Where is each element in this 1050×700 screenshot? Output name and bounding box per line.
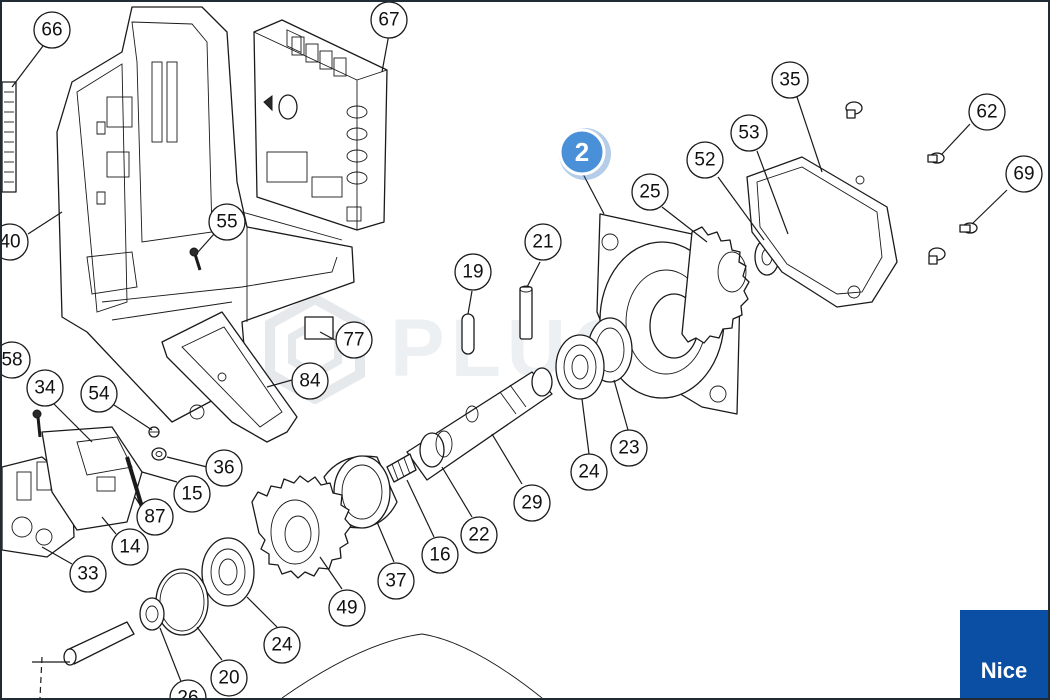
callout-55: 55	[208, 203, 246, 241]
part-62-screw	[927, 152, 945, 164]
leader-lines	[11, 33, 1008, 685]
lower-pin	[63, 621, 135, 666]
part-66-connector	[2, 81, 17, 193]
svg-text:21: 21	[532, 232, 553, 253]
svg-text:34: 34	[34, 378, 56, 399]
screw-top	[845, 101, 863, 119]
svg-text:77: 77	[343, 330, 364, 351]
svg-text:84: 84	[299, 371, 321, 392]
svg-text:24: 24	[578, 462, 600, 483]
svg-text:66: 66	[41, 20, 62, 41]
part-34-screw	[32, 409, 42, 438]
svg-text:20: 20	[218, 668, 239, 689]
callout-84: 84	[291, 362, 329, 400]
part-87-cable	[125, 456, 144, 508]
callout-25: 25	[631, 173, 669, 211]
nice-logo: Nice	[960, 610, 1048, 698]
svg-text:35: 35	[779, 70, 800, 91]
callout-37: 37	[377, 562, 415, 600]
part-84-cover-plate	[161, 311, 298, 443]
svg-text:53: 53	[738, 123, 759, 144]
part-19-key	[461, 313, 475, 355]
svg-text:25: 25	[639, 182, 660, 203]
svg-text:67: 67	[378, 10, 399, 31]
svg-text:29: 29	[521, 493, 542, 514]
callout-29: 29	[513, 484, 551, 522]
part-24-bearing-lower	[201, 537, 255, 607]
svg-text:58: 58	[2, 350, 23, 371]
callout-34: 34	[26, 369, 64, 407]
callout-36: 36	[205, 449, 243, 487]
callout-24-lower: 24	[263, 626, 301, 664]
callout-22: 22	[460, 516, 498, 554]
part-69-screw	[959, 222, 978, 234]
svg-text:69: 69	[1013, 164, 1034, 185]
callout-52: 52	[686, 141, 724, 179]
part-24-bearing-upper	[555, 334, 605, 400]
svg-text:14: 14	[119, 537, 141, 558]
svg-text:40: 40	[2, 232, 21, 253]
screw-lower	[928, 247, 946, 265]
part-16-thread	[386, 453, 417, 483]
callout-26: 26	[169, 679, 207, 699]
svg-text:16: 16	[429, 545, 450, 566]
part-20-o-ring	[155, 568, 209, 636]
svg-text:19: 19	[462, 262, 483, 283]
callout-62: 62	[968, 93, 1006, 131]
callout-16: 16	[421, 536, 459, 574]
callout-53: 53	[730, 114, 768, 152]
callout-66: 66	[33, 11, 71, 49]
callout-19: 19	[454, 253, 492, 291]
svg-text:33: 33	[77, 564, 98, 585]
part-25-pinion-gear	[681, 226, 750, 344]
part-21-pin	[519, 285, 533, 340]
part-49-drive-gear	[251, 475, 352, 579]
svg-text:55: 55	[216, 212, 237, 233]
svg-text:2: 2	[575, 137, 589, 167]
svg-text:22: 22	[468, 525, 489, 546]
callout-58: 58	[2, 341, 31, 379]
callout-35: 35	[771, 61, 809, 99]
centerline	[39, 656, 43, 698]
svg-text:62: 62	[976, 102, 997, 123]
svg-text:87: 87	[144, 507, 165, 528]
callout-24-upper: 24	[570, 453, 608, 491]
callout-67: 67	[370, 2, 408, 39]
callout-23: 23	[610, 429, 648, 467]
svg-text:49: 49	[336, 598, 357, 619]
part-36-spacer	[151, 447, 167, 461]
callout-54: 54	[80, 375, 118, 413]
svg-text:23: 23	[618, 438, 639, 459]
callout-40: 40	[2, 223, 29, 261]
part-35-gear-cover	[746, 156, 898, 308]
svg-text:54: 54	[88, 384, 110, 405]
callout-87: 87	[136, 498, 174, 536]
callout-49: 49	[328, 589, 366, 627]
callout-21: 21	[524, 223, 562, 261]
callout-20: 20	[210, 659, 248, 697]
callout-69: 69	[1005, 155, 1043, 193]
callout-14: 14	[111, 528, 149, 566]
callout-33: 33	[69, 555, 107, 593]
svg-text:36: 36	[213, 458, 234, 479]
part-14-encoder-board	[41, 426, 143, 531]
part-22-ring	[419, 430, 453, 468]
callout-15: 15	[173, 475, 211, 513]
part-67-control-board	[253, 19, 388, 231]
lower-housing-edge	[281, 633, 543, 698]
nice-logo-text: Nice	[980, 658, 1028, 683]
svg-text:24: 24	[271, 635, 293, 656]
svg-text:52: 52	[694, 150, 715, 171]
callout-2-badge: 2	[558, 128, 611, 180]
part-77-label	[304, 316, 334, 340]
callout-77: 77	[335, 321, 373, 359]
svg-text:26: 26	[177, 688, 198, 699]
part-26-seal	[139, 597, 165, 631]
svg-text:15: 15	[181, 484, 202, 505]
svg-text:37: 37	[385, 571, 406, 592]
